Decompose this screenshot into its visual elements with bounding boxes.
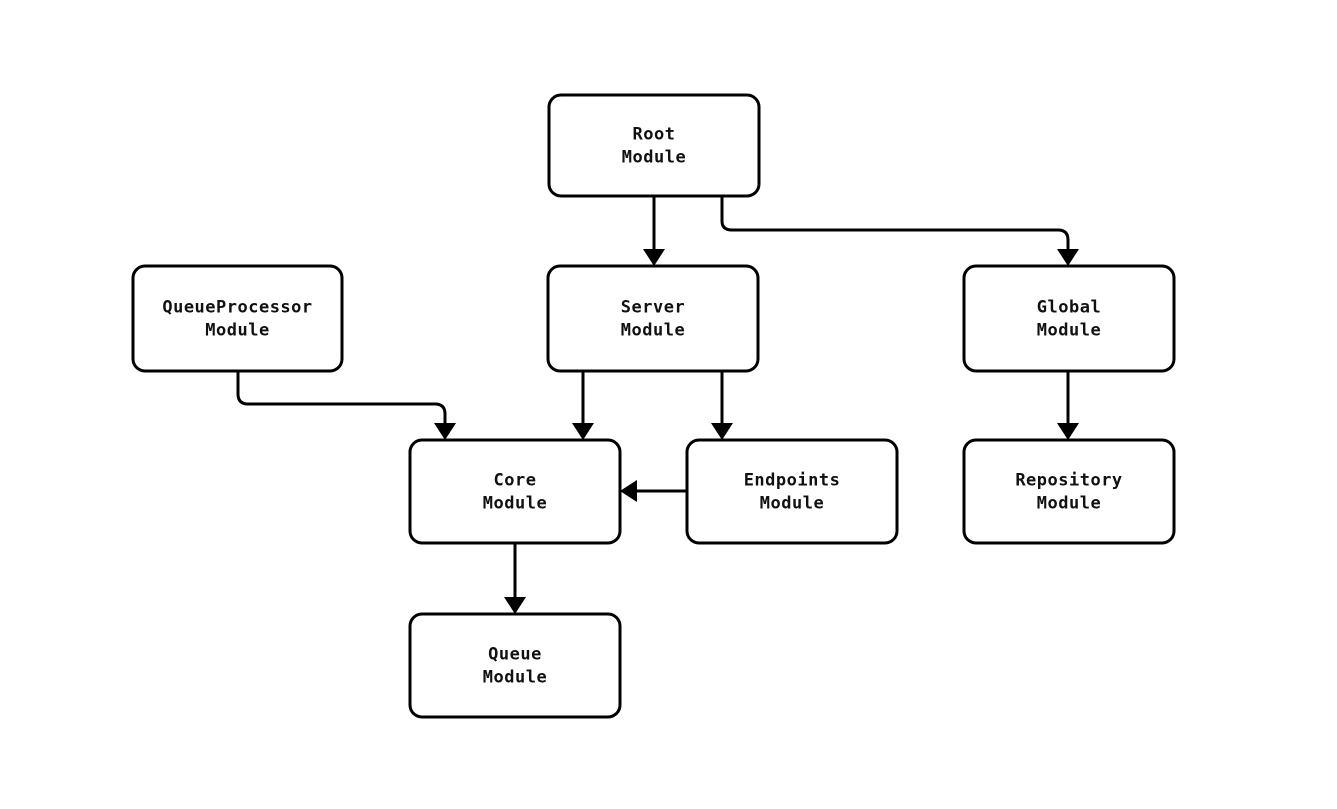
node-label-line1: Root bbox=[633, 125, 676, 145]
node-label-line2: Module bbox=[621, 321, 685, 341]
node-box[interactable] bbox=[685, 438, 899, 545]
node-label-line1: Core bbox=[494, 471, 537, 491]
edge-arrowhead bbox=[504, 597, 526, 614]
edge-arrowhead bbox=[1057, 423, 1079, 440]
edge-core-to-queue bbox=[504, 543, 526, 614]
edge-line bbox=[236, 371, 447, 426]
edge-queueprocessor-to-core bbox=[236, 371, 456, 440]
edge-arrowhead bbox=[572, 423, 594, 440]
edge-server-to-endpoints bbox=[711, 371, 733, 440]
node-label-line1: Repository bbox=[1015, 471, 1122, 491]
node-box[interactable] bbox=[131, 264, 344, 373]
edge-arrowhead bbox=[643, 249, 665, 266]
edge-root-to-global bbox=[720, 196, 1079, 266]
node-box[interactable] bbox=[546, 264, 760, 373]
edge-endpoints-to-core bbox=[620, 480, 687, 502]
node-box[interactable] bbox=[408, 438, 622, 545]
node-label-line2: Module bbox=[622, 148, 686, 168]
node-label-line1: Queue bbox=[488, 645, 542, 665]
node-label-line1: Global bbox=[1037, 298, 1101, 318]
edge-root-to-server bbox=[643, 196, 665, 266]
node-box[interactable] bbox=[962, 264, 1176, 373]
node-label-line2: Module bbox=[1037, 321, 1101, 341]
edge-server-to-core bbox=[572, 371, 594, 440]
node-box[interactable] bbox=[547, 93, 761, 198]
nodes-layer: RootModuleQueueProcessorModuleServerModu… bbox=[131, 93, 1176, 719]
node-label-line2: Module bbox=[760, 494, 824, 514]
node-label-line2: Module bbox=[205, 321, 269, 341]
edge-line bbox=[720, 196, 1070, 252]
node-label-line1: QueueProcessor bbox=[162, 298, 312, 318]
edge-global-to-repository bbox=[1057, 371, 1079, 440]
node-label-line1: Endpoints bbox=[744, 471, 841, 491]
node-box[interactable] bbox=[962, 438, 1176, 545]
node-label-line2: Module bbox=[483, 668, 547, 688]
edge-arrowhead bbox=[620, 480, 637, 502]
node-label-line2: Module bbox=[1037, 494, 1101, 514]
edges-layer bbox=[236, 196, 1079, 614]
edge-arrowhead bbox=[711, 423, 733, 440]
edge-arrowhead bbox=[434, 423, 456, 440]
node-box[interactable] bbox=[408, 612, 622, 719]
edge-arrowhead bbox=[1057, 249, 1079, 266]
node-label-line1: Server bbox=[621, 298, 685, 318]
node-label-line2: Module bbox=[483, 494, 547, 514]
